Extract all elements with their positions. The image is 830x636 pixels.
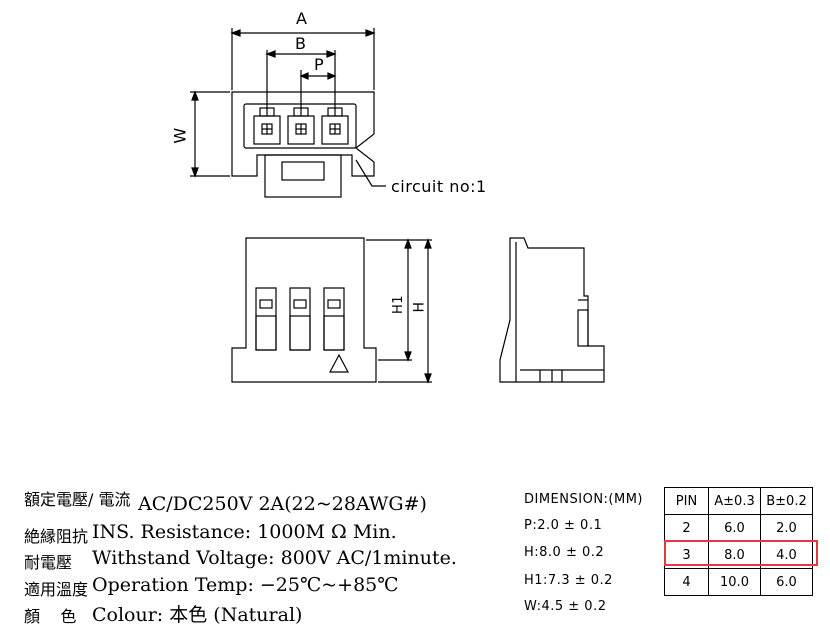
header-a: A±0.3 — [708, 487, 761, 515]
header-pin: PIN — [664, 487, 709, 515]
spec-en-colour: Colour: 本色 (Natural) — [92, 604, 303, 626]
spec-cn-rated: 額定電壓/ 電流 — [24, 490, 131, 509]
spec-en-rated: AC/DC250V 2A(22~28AWG#) — [138, 493, 427, 515]
spec-en-temp: Operation Temp: −25℃~+85℃ — [92, 574, 399, 596]
spec-cn-colour: 顏 色 — [24, 607, 77, 626]
spec-en-voltage: Withstand Voltage: 800V AC/1minute. — [92, 547, 457, 569]
spec-en-resistance: INS. Resistance: 1000M Ω Min. — [92, 521, 397, 543]
dimension-h1: H1:7.3 ± 0.2 — [524, 573, 613, 588]
connector-drawing — [190, 28, 605, 384]
table-cell: 6.0 — [760, 568, 813, 596]
table-cell: 4 — [664, 568, 709, 596]
table-cell: 10.0 — [708, 568, 761, 596]
dimension-title: DIMENSION:(MM) — [524, 492, 643, 507]
spec-cn-temp: 適用溫度 — [24, 580, 89, 599]
dim-label-h: H — [411, 301, 428, 313]
dim-label-h1: H1 — [391, 294, 407, 315]
dim-label-p: P — [314, 55, 325, 74]
dim-label-b: B — [295, 34, 307, 53]
dimension-p: P:2.0 ± 0.1 — [524, 518, 603, 533]
spec-cn-voltage: 耐電壓 — [24, 553, 73, 572]
spec-cn-resistance: 絶縁阻抗 — [24, 527, 89, 546]
table-header-row: PIN A±0.3 B±0.2 — [664, 487, 813, 515]
dimension-h: H:8.0 ± 0.2 — [524, 545, 605, 560]
dim-label-a: A — [296, 9, 308, 28]
circuit-label: circuit no:1 — [391, 177, 487, 196]
table-row: 4 10.0 6.0 — [664, 568, 813, 596]
table-cell: 2 — [664, 514, 709, 542]
highlight-row-box — [664, 540, 818, 566]
front-view — [231, 237, 432, 384]
pin-table: PIN A±0.3 B±0.2 2 6.0 2.0 3 8.0 4.0 4 10… — [664, 487, 813, 596]
top-view — [190, 28, 386, 198]
side-view — [499, 237, 605, 383]
dim-label-w: W — [170, 127, 190, 144]
dimension-w: W:4.5 ± 0.2 — [524, 599, 607, 614]
table-cell: 2.0 — [760, 514, 813, 542]
table-row: 2 6.0 2.0 — [664, 514, 813, 542]
header-b: B±0.2 — [760, 487, 813, 515]
table-cell: 6.0 — [708, 514, 761, 542]
